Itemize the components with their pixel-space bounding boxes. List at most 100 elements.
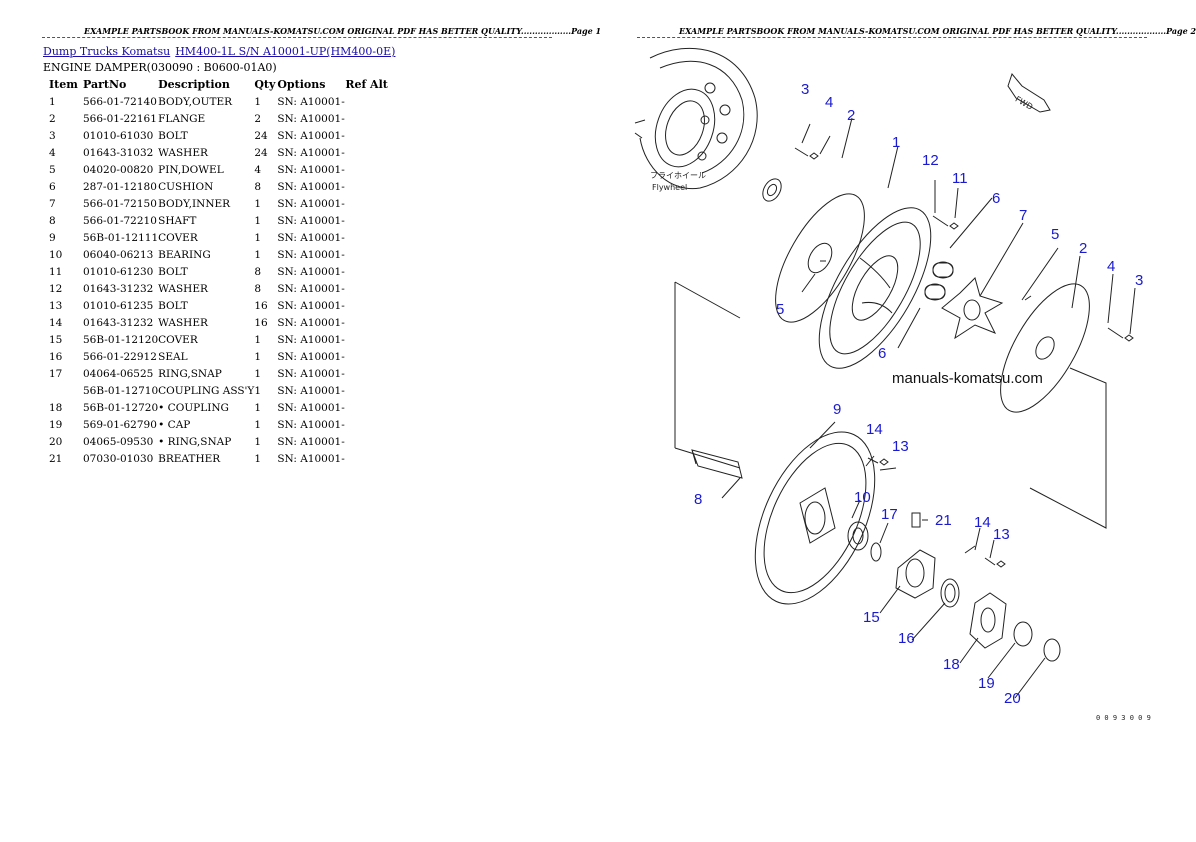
cell-options: SN: A10001- [277, 316, 345, 329]
cell-partno: 04065-09530 [83, 435, 154, 448]
cell-item: 16 [49, 350, 63, 363]
cell-qty: 8 [254, 180, 262, 193]
cell-description: COVER [158, 231, 198, 244]
callout-label: 14 [974, 514, 991, 531]
outer-body-drawing [818, 207, 932, 369]
cell-item: 18 [49, 401, 63, 414]
column-header-description: Description [158, 78, 230, 91]
cell-partno: 56B-01-12111 [83, 231, 159, 244]
cell-item: 7 [49, 197, 56, 210]
cell-description: CUSHION [158, 180, 214, 193]
cell-ref-alt [345, 229, 388, 246]
cell-ref-alt [345, 450, 388, 467]
cell-qty: 4 [254, 163, 262, 176]
cell-options: SN: A10001- [277, 214, 345, 227]
cell-qty: 24 [254, 129, 268, 142]
cell-partno: 56B-01-12120 [83, 333, 159, 346]
cell-options: SN: A10001- [277, 401, 345, 414]
callout-label: 6 [878, 345, 886, 362]
cell-partno: 566-01-72140 [83, 95, 157, 108]
cell-item: 14 [49, 316, 63, 329]
cell-item: 21 [49, 452, 63, 465]
cell-options: SN: A10001- [277, 350, 345, 363]
breadcrumb-link-dump-trucks[interactable]: Dump Trucks Komatsu [43, 45, 171, 58]
cell-qty: 1 [254, 214, 262, 227]
cell-ref-alt [345, 382, 388, 399]
column-header-options: Options [277, 78, 326, 91]
cell-ref-alt [345, 195, 388, 212]
breadcrumb-link-model[interactable]: HM400-1L S/N A10001-UP(HM400-0E) [175, 45, 396, 58]
cell-description: BOLT [158, 299, 188, 312]
cell-ref-alt [345, 263, 388, 280]
cell-ref-alt [345, 297, 388, 314]
figure-code: 0 0 9 3 0 0 9 [1096, 714, 1151, 722]
callout-label: 3 [1135, 272, 1143, 289]
cell-description: RING,SNAP [158, 367, 222, 380]
page-2-divider [637, 37, 1147, 38]
cell-partno: 01643-31232 [83, 282, 154, 295]
watermark: manuals-komatsu.com [892, 370, 1043, 387]
callout-label: 14 [866, 421, 883, 438]
cell-qty: 1 [254, 197, 262, 210]
cell-partno: 01010-61235 [83, 299, 154, 312]
cell-qty: 1 [254, 333, 262, 346]
cell-qty: 1 [254, 367, 262, 380]
cell-description: COUPLING ASS'Y [158, 384, 255, 397]
cell-item: 20 [49, 435, 63, 448]
cell-description: SHAFT [158, 214, 197, 227]
fwd-label: FWD [1014, 95, 1035, 112]
cell-item: 2 [49, 112, 56, 125]
cell-qty: 1 [254, 95, 262, 108]
cell-description: BOLT [158, 129, 188, 142]
cell-partno: 01643-31232 [83, 316, 154, 329]
cell-description: WASHER [158, 146, 208, 159]
callout-label: 4 [825, 94, 833, 111]
cell-partno: 566-01-72210 [83, 214, 157, 227]
cell-description: WASHER [158, 282, 208, 295]
cell-qty: 1 [254, 435, 262, 448]
cell-qty: 1 [254, 384, 262, 397]
cell-ref-alt [345, 212, 388, 229]
cell-qty: 24 [254, 146, 268, 159]
cell-qty: 1 [254, 401, 262, 414]
cell-partno: 04020-00820 [83, 163, 154, 176]
cell-description: • CAP [158, 418, 191, 431]
cell-qty: 1 [254, 418, 262, 431]
callout-label: 20 [1004, 690, 1021, 707]
cell-description: BODY,OUTER [158, 95, 233, 108]
cell-description: • COUPLING [158, 401, 229, 414]
callout-label: 17 [881, 506, 898, 523]
cell-options: SN: A10001- [277, 231, 345, 244]
cell-item: 10 [49, 248, 63, 261]
cell-ref-alt [345, 178, 388, 195]
cell-options: SN: A10001- [277, 452, 345, 465]
inner-body-drawing [941, 277, 1004, 340]
column-header-ref-alt: Ref Alt [345, 78, 388, 91]
cell-partno: 04064-06525 [83, 367, 154, 380]
cell-options: SN: A10001- [277, 248, 345, 261]
cell-qty: 16 [254, 299, 268, 312]
column-header-qty: Qty [254, 78, 276, 91]
cell-item: 8 [49, 214, 56, 227]
cell-description: BREATHER [158, 452, 221, 465]
cell-options: SN: A10001- [277, 146, 345, 159]
cell-item: 13 [49, 299, 63, 312]
flywheel-japanese-label: フライホイール [650, 171, 706, 180]
cell-partno: 566-01-22912 [83, 350, 157, 363]
cover-small-drawing [895, 549, 936, 599]
cell-ref-alt [345, 433, 388, 450]
